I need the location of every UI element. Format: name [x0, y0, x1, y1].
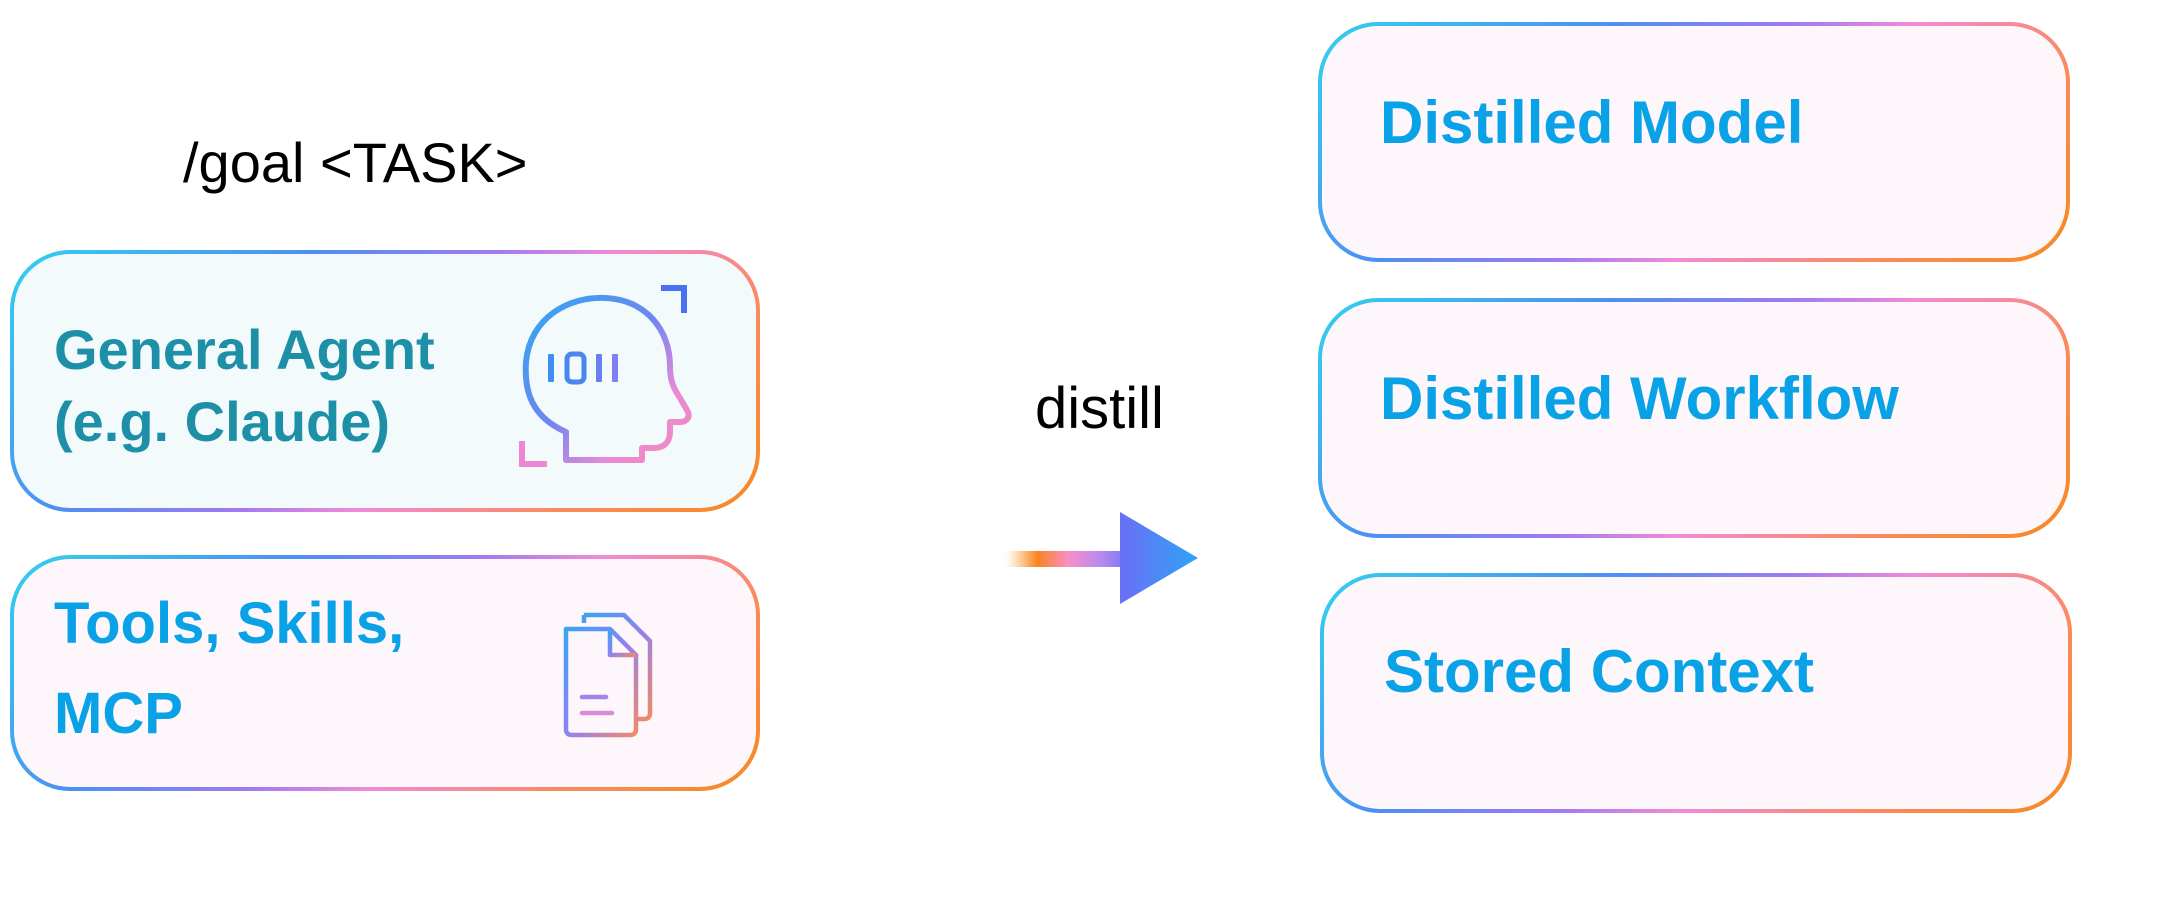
distilled-model-box: Distilled Model	[1318, 22, 2070, 262]
tools-skills-mcp-box: Tools, Skills, MCP	[10, 555, 760, 791]
tools-line2: MCP	[54, 681, 183, 746]
general-agent-line2: (e.g. Claude)	[54, 390, 391, 453]
goal-command-text: /goal <TASK>	[183, 131, 528, 194]
general-agent-box: General Agent (e.g. Claude)	[10, 250, 760, 512]
tools-line1: Tools, Skills,	[54, 591, 405, 656]
distill-label: distill	[1035, 376, 1164, 441]
general-agent-label: General Agent (e.g. Claude)	[54, 314, 435, 458]
right-arrow-icon	[1000, 512, 1198, 604]
distilled-model-label: Distilled Model	[1380, 89, 1804, 156]
stored-context-label: Stored Context	[1384, 638, 1815, 705]
tools-label: Tools, Skills, MCP	[54, 579, 404, 759]
ai-head-icon	[519, 285, 692, 467]
documents-icon	[563, 612, 653, 738]
stored-context-box: Stored Context	[1320, 573, 2072, 813]
distilled-workflow-box: Distilled Workflow	[1318, 298, 2070, 538]
general-agent-line1: General Agent	[54, 318, 435, 381]
distilled-workflow-label: Distilled Workflow	[1380, 365, 1899, 432]
